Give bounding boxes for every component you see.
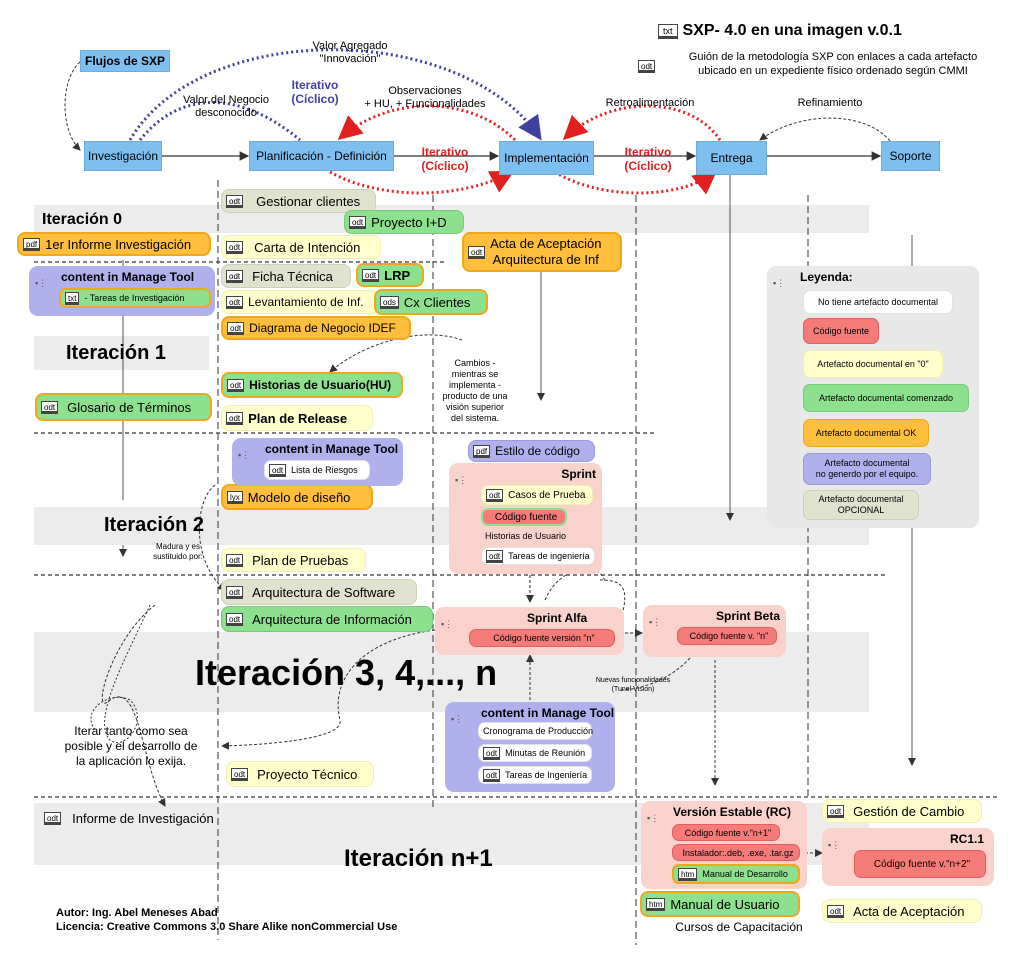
label-retroalimentacion: Retroalimentación (605, 97, 695, 109)
panel-handle-icon: ▪⋮ (828, 840, 841, 850)
phase-implementacion[interactable]: Implementación (499, 141, 594, 175)
phase-planificacion[interactable]: Planificación - Definición (249, 141, 394, 171)
iteration-0-title: Iteración 0 (42, 211, 123, 228)
panel-handle-icon: ▪⋮ (35, 278, 48, 288)
title-block: txt SXP- 4.0 en una imagen v.0.1 (658, 22, 902, 40)
panel-handle-icon: ▪⋮ (238, 450, 251, 460)
legend-item-source: Código fuente (803, 318, 879, 344)
sub-tareas-investigacion[interactable]: txt- Tareas de Investigación (59, 288, 211, 308)
legend-item-none: No tiene artefacto documental (803, 290, 953, 314)
panel-sprint-alfa[interactable]: ▪⋮ Sprint Alfa Código fuente versión "n" (435, 607, 624, 655)
page-title: SXP- 4.0 en una imagen v.0.1 (682, 22, 902, 39)
label-observaciones: Observaciones + HU, + Funcionalidades (364, 85, 486, 110)
cursos-capacitacion: Cursos de Capacitación (675, 920, 803, 934)
iteration-2-title: Iteración 2 (104, 514, 205, 536)
label-iterativo-red-b: Iterativo (Cíclico) (624, 145, 672, 173)
sub-historias-usuario[interactable]: Historias de Usuario (485, 531, 567, 541)
panel-handle-icon: ▪⋮ (455, 475, 468, 485)
band-iteration-1 (34, 336, 209, 370)
note-nuevas: Nuevas funcionalidades (Tunel Vision) (595, 677, 671, 693)
panel-handle-icon: ▪⋮ (649, 617, 662, 627)
note-madura: Madura y es sustituido por: (153, 542, 203, 561)
sub-codigo-n2[interactable]: Código fuente v."n+2" (854, 850, 986, 878)
iteration-n1-title: Iteración n+1 (344, 845, 493, 872)
legend-panel: ▪⋮ Leyenda: No tiene artefacto documenta… (767, 266, 979, 528)
panel-handle-icon: ▪⋮ (451, 714, 464, 724)
sub-codigo-beta[interactable]: Código fuente v. "n" (677, 627, 777, 645)
legend-item-started: Artefacto documental comenzado (803, 384, 969, 412)
panel-version-estable[interactable]: ▪⋮ Versión Estable (RC) Código fuente v.… (641, 801, 807, 889)
label-refinamiento: Refinamiento (797, 97, 863, 109)
panel-manage-tool-0[interactable]: ▪⋮ content in Manage Tool txt- Tareas de… (29, 266, 215, 316)
panel-handle-icon: ▪⋮ (647, 813, 660, 823)
panel-rc11[interactable]: ▪⋮ RC1.1 Código fuente v."n+2" (822, 828, 994, 886)
label-iterativo-blue: Iterativo (Cíclico) (291, 78, 339, 106)
legend-item-zero: Artefacto documental en "0" (803, 350, 943, 378)
phase-soporte[interactable]: Soporte (881, 141, 940, 171)
footer: Autor: Ing. Abel Meneses Abad Licencia: … (56, 906, 397, 934)
legend-item-ok: Artefacto documental OK (803, 419, 929, 447)
footer-licencia: Licencia: Creative Commons 3.0 Share Ali… (56, 921, 398, 933)
panel-manage-tool-3[interactable]: ▪⋮ content in Manage Tool Cronograma de … (445, 702, 615, 792)
label-valor-agregado: Valor Agregado "Innovación" (312, 40, 388, 65)
sub-codigo-alfa[interactable]: Código fuente versión "n" (469, 629, 615, 647)
subtitle-tag: odt (638, 56, 660, 74)
panel-sprint-beta[interactable]: ▪⋮ Sprint Beta Código fuente v. "n" (643, 605, 786, 657)
iteration-1-title: Iteración 1 (66, 342, 167, 364)
flujos-sxp-box[interactable]: Flujos de SXP (80, 50, 170, 72)
label-valor-negocio: Valor del Negocio desconocido (182, 94, 269, 119)
legend-title: Leyenda: (800, 270, 853, 284)
note-cambios: Cambios - mientras se implementa - produ… (442, 358, 508, 423)
panel-handle-icon: ▪⋮ (441, 619, 454, 629)
phase-investigacion[interactable]: Investigación (84, 141, 162, 171)
phase-entrega[interactable]: Entrega (696, 141, 767, 175)
footer-autor: Autor: Ing. Abel Meneses Abad (56, 907, 218, 919)
subtitle: Guión de la metodología SXP con enlaces … (688, 51, 978, 77)
label-iterativo-red-a: Iterativo (Cíclico) (421, 145, 469, 173)
sub-cronograma[interactable]: Cronograma de Producción (478, 722, 593, 740)
sub-codigo-fuente[interactable]: Código fuente (481, 508, 567, 526)
sub-codigo-n1[interactable]: Código fuente v."n+1" (672, 824, 780, 841)
note-iterar: Iterar tanto como sea posible y el desar… (64, 724, 198, 768)
panel-handle-icon: ▪⋮ (773, 278, 786, 288)
txt-tag: txt (658, 23, 678, 39)
iteration-3-title: Iteración 3, 4,..., n (195, 652, 498, 693)
sub-instalador[interactable]: Instalador:.deb, .exe, .tar.gz (672, 844, 800, 861)
